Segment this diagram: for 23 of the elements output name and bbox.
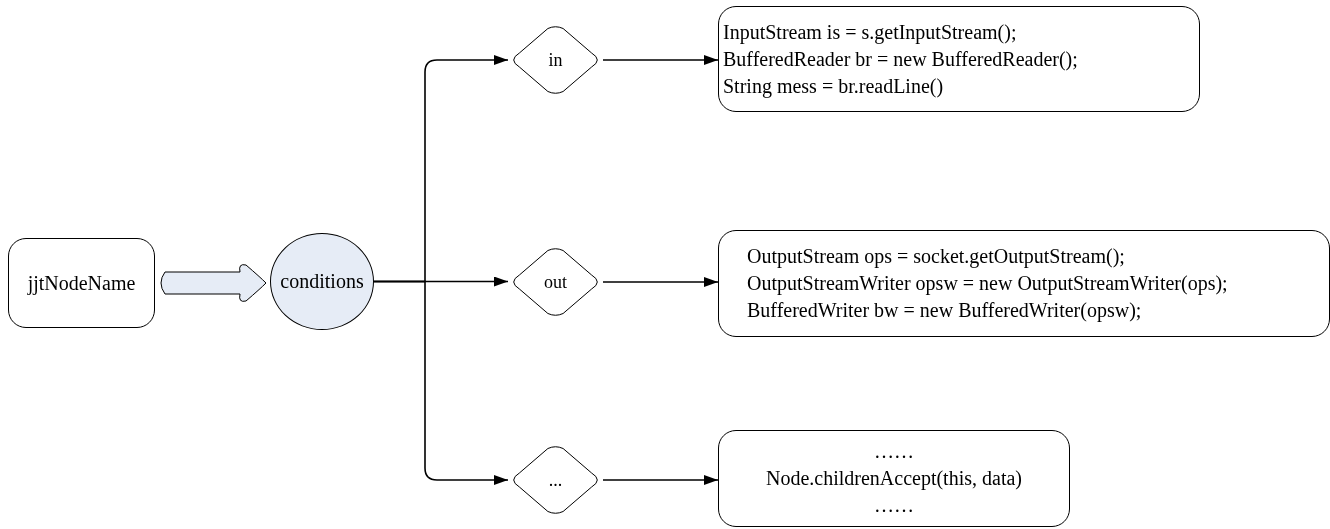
node-label: conditions <box>280 269 364 294</box>
code-box <box>718 230 1330 337</box>
process-box <box>8 238 155 328</box>
node-label: out <box>544 270 567 294</box>
arrow <box>602 277 719 287</box>
code-box <box>718 430 1070 527</box>
code-line: OutputStreamWriter opsw = new OutputStreamWriter(ops); <box>747 271 1228 297</box>
code-line: BufferedReader br = new BufferedReader(); <box>723 46 1078 73</box>
arrow <box>373 280 509 485</box>
code-line: …… <box>874 493 914 518</box>
code-line: …… <box>874 439 914 464</box>
arrow <box>602 475 719 485</box>
block-arrow <box>160 264 267 302</box>
code-line: InputStream is = s.getInputStream(); <box>723 19 1017 46</box>
code-line: Node.childrenAccept(this, data) <box>766 466 1022 492</box>
node-label: jjtNodeName <box>27 270 136 297</box>
code-line: String mess = br.readLine() <box>723 73 944 100</box>
node-label: in <box>548 48 563 72</box>
code-line: BufferedWriter bw = new BufferedWriter(opsw); <box>747 298 1142 324</box>
arrow <box>602 55 719 65</box>
node-label: ... <box>548 468 563 492</box>
code-line: OutputStream ops = socket.getOutputStream(); <box>747 244 1125 270</box>
code-box <box>718 6 1200 112</box>
